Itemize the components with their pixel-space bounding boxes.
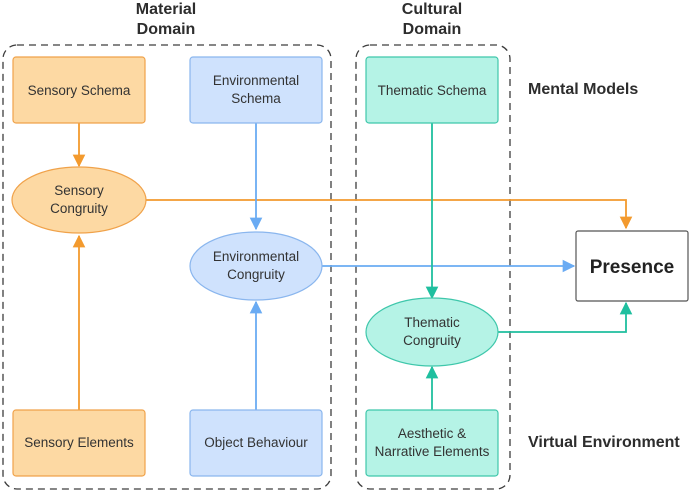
svg-text:Congruity: Congruity: [50, 201, 108, 216]
svg-text:Congruity: Congruity: [403, 333, 461, 348]
node-sensory-schema: Sensory Schema: [12, 56, 146, 124]
mental-models-label: Mental Models: [528, 81, 638, 98]
svg-text:Sensory Elements: Sensory Elements: [24, 435, 134, 450]
node-environmental-congruity: Environmental Congruity: [189, 231, 323, 301]
svg-text:Schema: Schema: [231, 91, 281, 106]
edge-thematic-congruity-to-presence: [498, 301, 633, 333]
svg-text:Thematic: Thematic: [404, 315, 460, 330]
svg-text:Presence: Presence: [590, 257, 675, 278]
edge-sensory-congruity-to-presence: [146, 199, 633, 230]
svg-text:Environmental: Environmental: [213, 73, 299, 88]
cultural-domain-container: [355, 44, 511, 490]
svg-text:Congruity: Congruity: [227, 267, 285, 282]
node-sensory-elements: Sensory Elements: [12, 409, 146, 477]
svg-text:Sensory: Sensory: [54, 183, 104, 198]
svg-text:Aesthetic &: Aesthetic &: [398, 426, 466, 441]
material-domain-heading-line2: Domain: [137, 21, 196, 38]
svg-text:Sensory Schema: Sensory Schema: [28, 83, 131, 98]
node-presence: Presence: [575, 230, 689, 302]
cultural-domain-heading: Cultural: [402, 1, 462, 18]
node-environmental-schema: Environmental Schema: [189, 56, 323, 124]
node-sensory-congruity: Sensory Congruity: [11, 166, 147, 234]
cultural-domain-heading-line2: Domain: [403, 21, 462, 38]
node-aesthetic-narrative-elements: Aesthetic & Narrative Elements: [365, 409, 499, 477]
material-domain-heading: Material: [136, 1, 196, 18]
svg-text:Object Behaviour: Object Behaviour: [204, 435, 308, 450]
virtual-environment-label: Virtual Environment: [528, 434, 680, 451]
svg-text:Thematic Schema: Thematic Schema: [378, 83, 487, 98]
node-object-behaviour: Object Behaviour: [189, 409, 323, 477]
svg-text:Environmental: Environmental: [213, 249, 299, 264]
material-domain-container: [2, 44, 332, 490]
node-thematic-schema: Thematic Schema: [365, 56, 499, 124]
svg-text:Narrative Elements: Narrative Elements: [375, 444, 490, 459]
node-thematic-congruity: Thematic Congruity: [365, 297, 499, 367]
